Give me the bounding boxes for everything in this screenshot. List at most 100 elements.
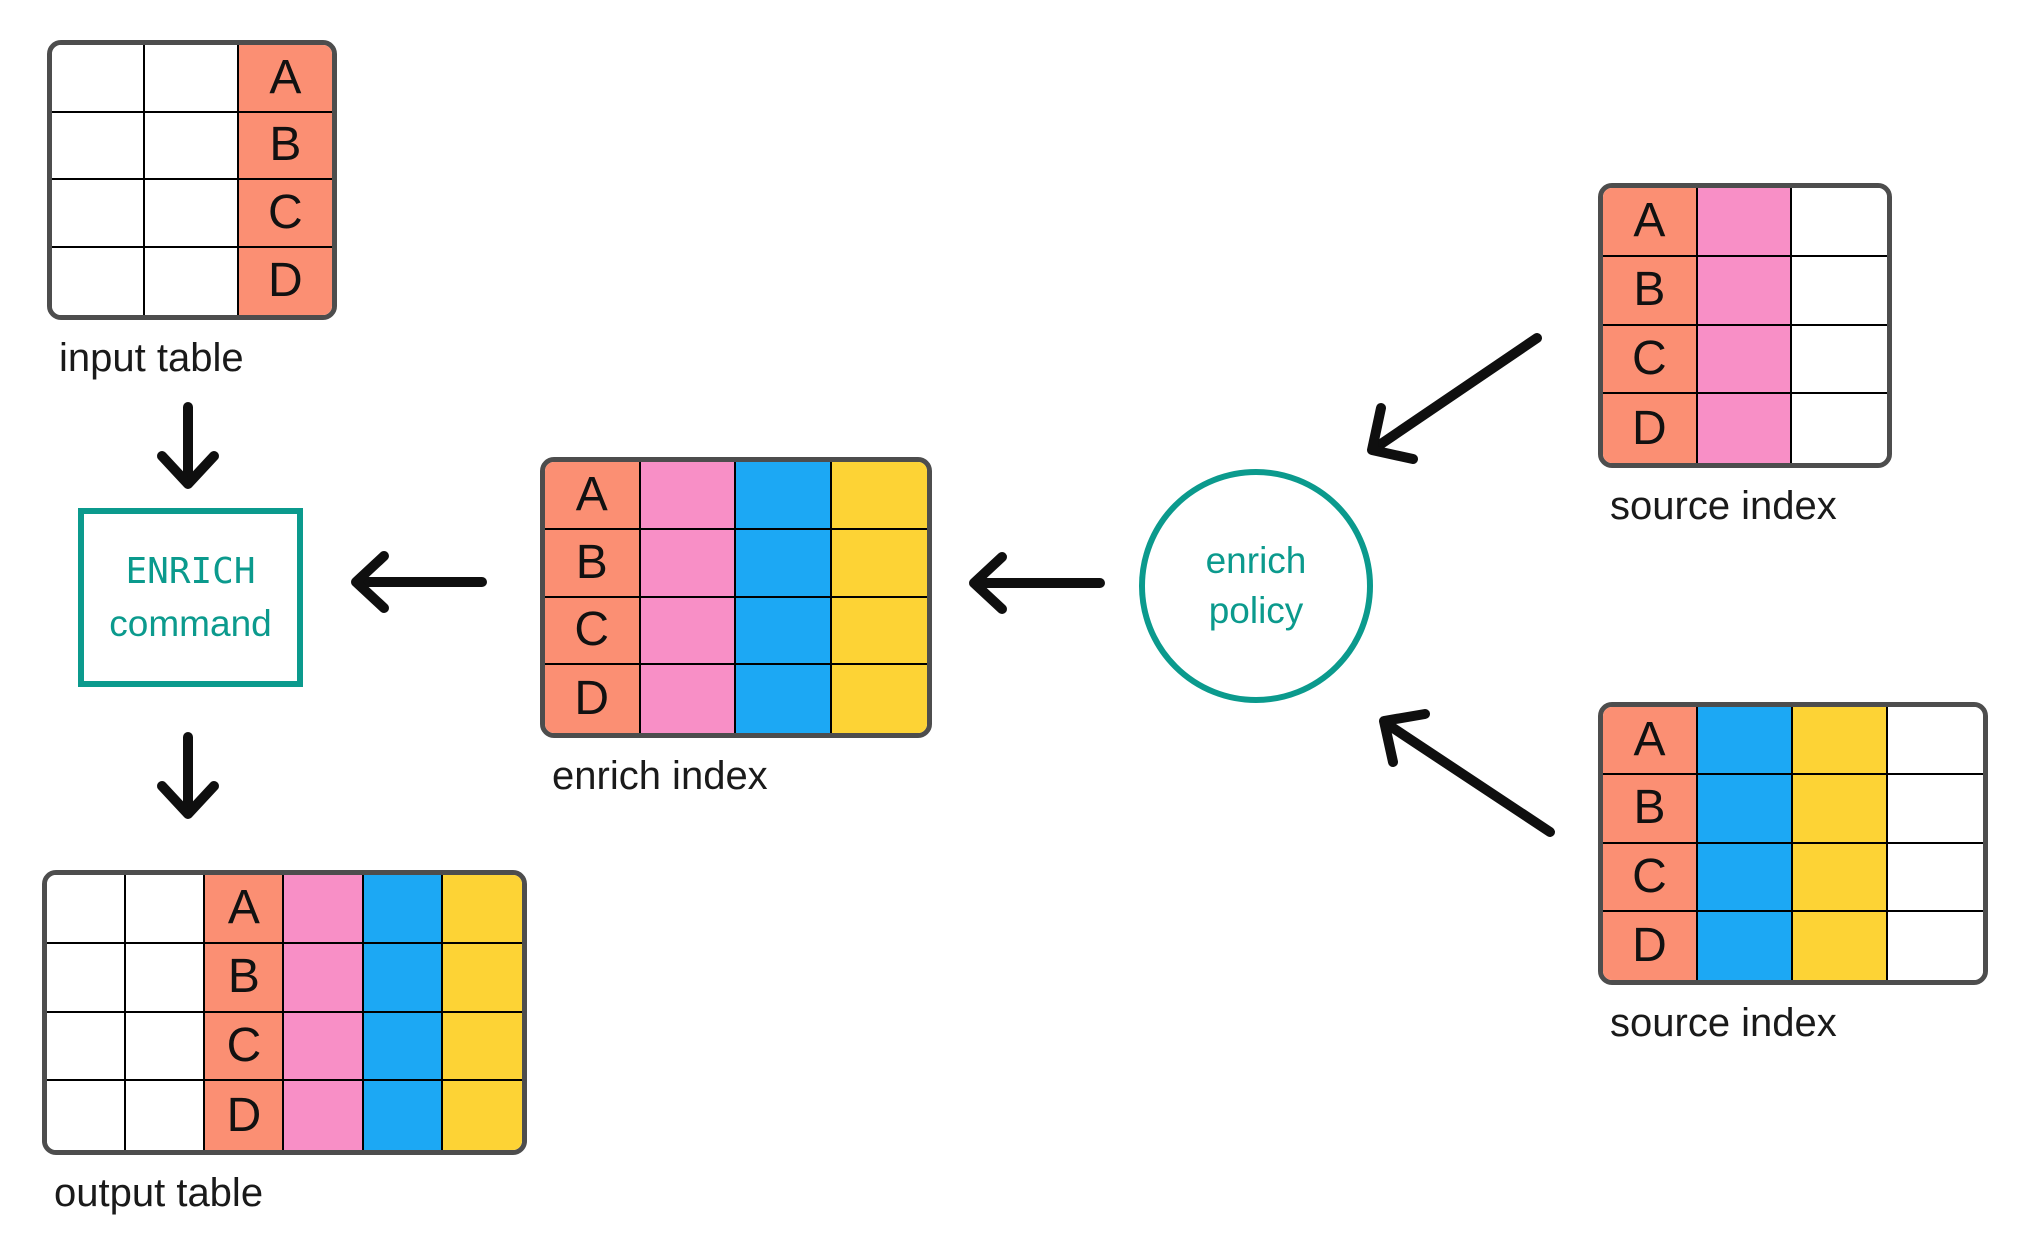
table-cell: [442, 943, 522, 1013]
table-cell: [284, 943, 364, 1013]
table-cell: [736, 529, 832, 598]
enrich-policy-line1: enrich: [1205, 540, 1307, 582]
table-cell: [1793, 843, 1888, 912]
table-cell: [1793, 707, 1888, 776]
table-cell: [1792, 188, 1887, 257]
table-cell: [1698, 843, 1793, 912]
table-cell: [1697, 325, 1793, 395]
arrow-input-to-command: [157, 402, 219, 489]
table-cell: [126, 875, 206, 944]
key-cell: A: [545, 462, 641, 530]
table-cell: [1698, 707, 1793, 776]
table-cell: [1888, 707, 1983, 776]
key-cell: A: [238, 45, 332, 113]
enrich-command-line2: command: [109, 602, 272, 644]
table-cell: [145, 45, 239, 113]
enrich-index-label: enrich index: [552, 754, 768, 798]
table-cell: [145, 112, 239, 180]
arrow-source-top-to-policy: [1367, 333, 1542, 464]
key-cell: D: [205, 1081, 285, 1150]
source-index-bottom-label: source index: [1610, 1001, 1837, 1045]
table-cell: [363, 1081, 443, 1150]
table-cell: [736, 462, 832, 530]
table-cell: [126, 1012, 206, 1082]
table-cell: [1697, 256, 1793, 326]
table-cell: [363, 943, 443, 1013]
table-cell: [1793, 911, 1888, 980]
table-cell: [145, 247, 239, 315]
key-cell: C: [238, 180, 332, 248]
table-cell: [145, 180, 239, 248]
table-cell: [640, 462, 736, 530]
arrow-command-to-output: [157, 732, 219, 819]
key-cell: B: [545, 529, 641, 598]
output-table-label: output table: [54, 1171, 264, 1215]
table-cell: [126, 943, 206, 1013]
table-cell: [284, 875, 364, 944]
key-cell: B: [205, 943, 285, 1013]
key-cell: D: [238, 247, 332, 315]
table-cell: [736, 665, 832, 733]
table-cell: [640, 665, 736, 733]
table-cell: [736, 597, 832, 666]
table-cell: [126, 1081, 206, 1150]
table-cell: [1697, 188, 1793, 257]
table-cell: [52, 45, 146, 113]
key-cell: C: [1603, 325, 1698, 395]
table-cell: [1792, 394, 1887, 463]
table-cell: [1792, 256, 1887, 326]
key-cell: C: [545, 597, 641, 666]
table-cell: [284, 1081, 364, 1150]
key-cell: C: [205, 1012, 285, 1082]
input-table-label: input table: [59, 336, 244, 380]
key-cell: B: [238, 112, 332, 180]
enrich-command-box: ENRICH command: [78, 508, 303, 687]
enrich-command-line1: ENRICH: [125, 551, 256, 593]
table-cell: [47, 875, 127, 944]
table-cell: [640, 529, 736, 598]
enrich-policy-circle: enrich policy: [1139, 469, 1373, 703]
table-cell: [52, 180, 146, 248]
table-cell: [47, 1081, 127, 1150]
table-cell: [1888, 911, 1983, 980]
arrow-policy-to-enrich-index: [969, 552, 1105, 614]
key-cell: C: [1603, 843, 1698, 912]
table-cell: [284, 1012, 364, 1082]
source-index-top-label: source index: [1610, 484, 1837, 528]
table-cell: [442, 875, 522, 944]
key-cell: B: [1603, 256, 1698, 326]
table-cell: [831, 665, 927, 733]
table-cell: [1698, 911, 1793, 980]
table-cell: [831, 529, 927, 598]
table-cell: [1792, 325, 1887, 395]
arrow-source-bottom-to-policy: [1379, 709, 1555, 837]
table-cell: [47, 1012, 127, 1082]
table-cell: [363, 875, 443, 944]
table-cell: [52, 112, 146, 180]
table-cell: [1697, 394, 1793, 463]
key-cell: A: [1603, 188, 1698, 257]
table-cell: [47, 943, 127, 1013]
table-cell: [831, 462, 927, 530]
table-cell: [1888, 843, 1983, 912]
table-cell: [442, 1081, 522, 1150]
arrow-enrich-index-to-command: [351, 551, 487, 613]
table-cell: [363, 1012, 443, 1082]
table-cell: [1793, 775, 1888, 844]
table-cell: [52, 247, 146, 315]
table-cell: [442, 1012, 522, 1082]
table-cell: [831, 597, 927, 666]
enrich-policy-line2: policy: [1208, 590, 1304, 631]
table-cell: [640, 597, 736, 666]
key-cell: B: [1603, 775, 1698, 844]
